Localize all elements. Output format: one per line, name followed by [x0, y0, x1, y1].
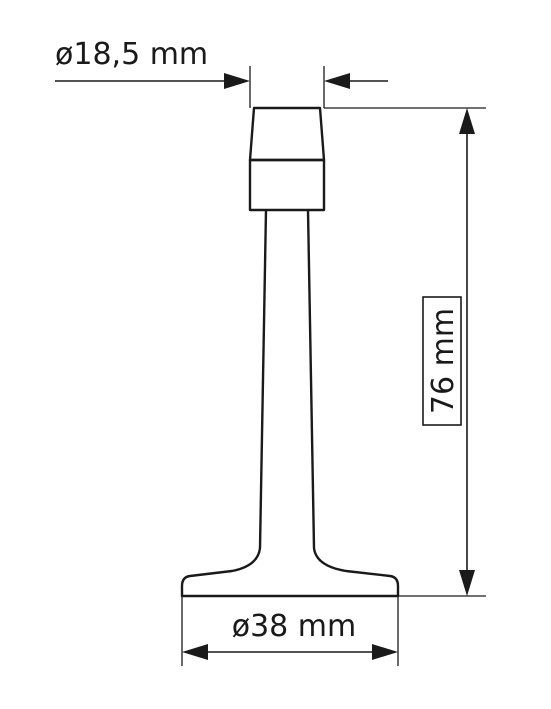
base-diameter-label: ø38 mm: [232, 609, 357, 644]
height-dimension: 76 mm: [324, 107, 486, 597]
base-diameter-dimension: ø38 mm: [181, 596, 399, 666]
top-diameter-label: ø18,5 mm: [55, 37, 208, 72]
rubber-cap-top: [248, 106, 326, 162]
arrow-up: [459, 108, 475, 134]
door-stopper-part: [180, 106, 400, 598]
height-label-box: [422, 296, 462, 426]
height-label: 76 mm: [426, 308, 461, 414]
cap-collar: [248, 158, 326, 212]
top-diameter-dimension: ø18,5 mm: [55, 37, 388, 108]
arrow-right-base: [372, 644, 398, 660]
arrow-left-base: [182, 644, 208, 660]
stem-and-base: [180, 209, 400, 598]
arrow-down: [459, 570, 475, 596]
arrow-left: [324, 73, 350, 89]
arrow-right: [224, 73, 250, 89]
